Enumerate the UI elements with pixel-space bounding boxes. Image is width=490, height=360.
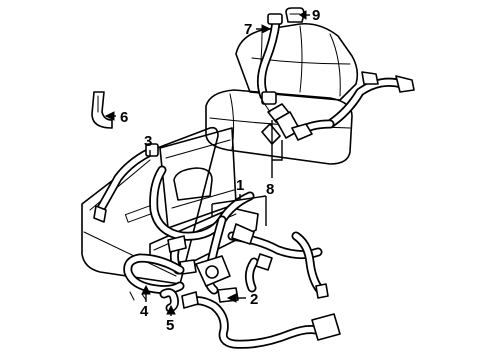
callout-3: 3: [144, 133, 152, 156]
anchor-hook: [159, 288, 179, 313]
callout-8-label: 8: [266, 181, 274, 198]
callout-2: 2: [226, 291, 258, 308]
bottom-belt-harness: [181, 287, 341, 349]
callout-5-label: 5: [166, 317, 174, 334]
callout-4: 4: [140, 284, 151, 320]
callout-1: 1: [211, 177, 267, 226]
rear-shoulder-belt: [256, 13, 283, 105]
callout-6-label: 6: [120, 109, 128, 126]
callout-5: 5: [166, 304, 176, 334]
rear-center-buckles: [261, 99, 313, 145]
front-pillar-belt: [93, 143, 159, 223]
callout-7: 7: [244, 21, 272, 38]
callout-2-label: 2: [250, 291, 258, 308]
callout-7-label: 7: [244, 21, 252, 38]
callout-6: 6: [104, 109, 128, 126]
callout-4-label: 4: [140, 303, 149, 320]
callout-8: 8: [266, 120, 283, 198]
callout-9: 9: [299, 7, 320, 24]
callout-3-label: 3: [144, 133, 152, 150]
callout-1-label: 1: [236, 177, 244, 194]
guide-bracket: [91, 91, 113, 129]
callout-9-label: 9: [312, 7, 320, 24]
